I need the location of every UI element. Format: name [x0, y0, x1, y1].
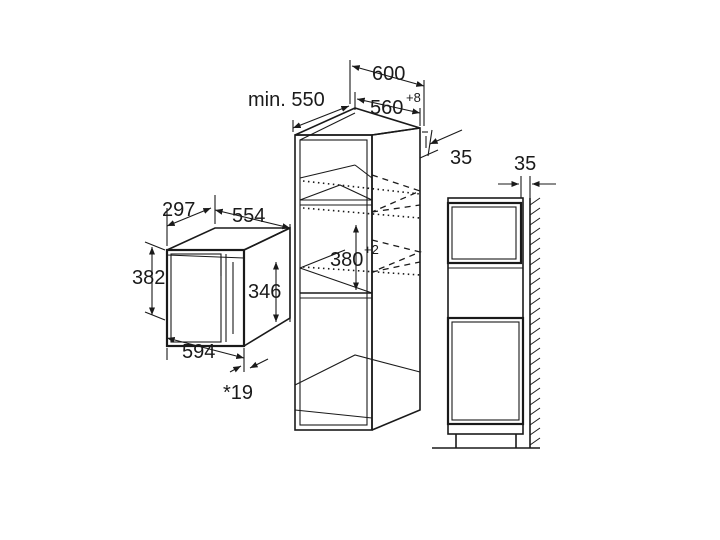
niche-width-label: 560	[370, 97, 403, 119]
dim-cabinet-width: 600	[351, 63, 425, 87]
cabinet-front-frame	[294, 134, 373, 431]
dim-microwave-height: 382	[132, 247, 165, 315]
dim-microwave-front-width: 594	[166, 336, 245, 363]
side-view	[432, 176, 541, 449]
dim-microwave-width: 554	[214, 205, 291, 230]
side-cabinet-body	[447, 197, 524, 435]
tall-cabinet	[294, 60, 428, 431]
dim-niche-height: 380 +2	[330, 225, 379, 290]
side-lower-compartment	[446, 316, 525, 426]
rear-gap-label: 35	[450, 147, 472, 169]
niche-height-tolerance: +2	[364, 242, 379, 257]
cabinet-shelf-lower	[299, 267, 373, 294]
dim-niche-width: 560 +8	[356, 90, 421, 119]
side-microwave	[446, 201, 523, 265]
dim-microwave-inner-height: 346	[248, 262, 281, 322]
microwave-top-face	[166, 227, 291, 251]
wall-gap-label: 35	[514, 153, 536, 175]
cabinet-side-face	[371, 127, 421, 431]
cabinet-depth-label: min. 550	[248, 89, 325, 111]
dim-cabinet-depth: min. 550	[248, 89, 350, 132]
microwave-width-label: 554	[232, 205, 265, 227]
microwave-depth-label: 297	[162, 199, 195, 221]
dim-microwave-depth: 297	[162, 199, 212, 227]
dim-rear-gap: 35	[419, 129, 472, 169]
cabinet-shelf-upper	[299, 184, 373, 201]
microwave-front-width-label: 594	[182, 341, 215, 363]
microwave-overlap-label: *19	[223, 382, 253, 404]
niche-height-label: 380	[330, 249, 363, 271]
microwave-height-label: 382	[132, 267, 165, 289]
niche-width-tolerance: +8	[406, 90, 421, 105]
cabinet-width-label: 600	[372, 63, 405, 85]
dim-microwave-overlap: *19	[223, 358, 269, 404]
dim-wall-gap: 35	[498, 153, 556, 188]
microwave-inner-height-label: 346	[248, 281, 281, 303]
microwave-door	[170, 253, 222, 343]
wall-hatching	[529, 197, 541, 446]
